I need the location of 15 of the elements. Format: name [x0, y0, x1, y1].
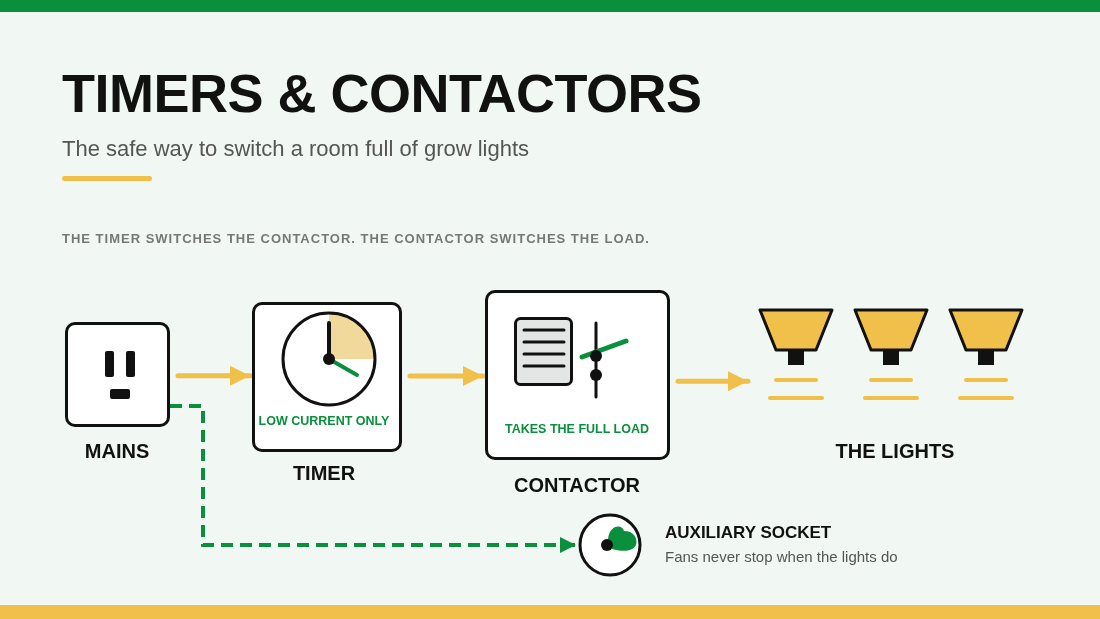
arrow: [175, 365, 253, 386]
status-text: TAKES THE FULL LOAD: [505, 422, 649, 436]
node-label: AUXILIARY SOCKET: [665, 523, 832, 543]
subtitle: The safe way to switch a room full of grow lights: [62, 136, 530, 162]
node-label: THE LIGHTS: [835, 440, 955, 463]
arrow: [407, 366, 486, 386]
arrow: [675, 371, 751, 392]
dashed-arrow: [170, 404, 576, 553]
description: Fans never stop when the lights do: [665, 548, 898, 565]
node-label: MAINS: [84, 440, 150, 463]
status-text: LOW CURRENT ONLY: [258, 414, 390, 428]
node-label: CONTACTOR: [514, 474, 640, 497]
node-label: TIMER: [292, 462, 356, 485]
section-heading: THE TIMER SWITCHES THE CONTACTOR. THE CONTACTOR SWITCHES THE LOAD.: [62, 231, 650, 246]
title: TIMERS & CONTACTORS: [62, 62, 702, 124]
